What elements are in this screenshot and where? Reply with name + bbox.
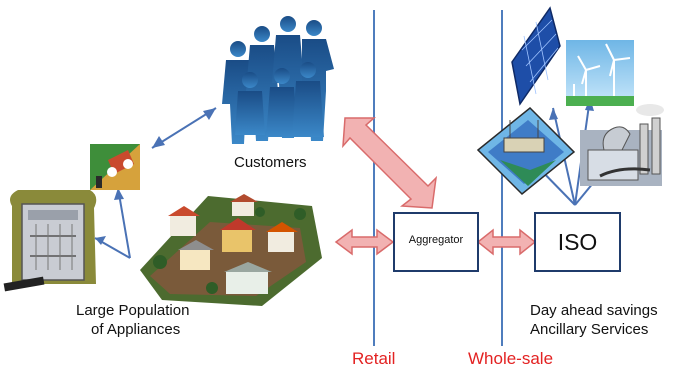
neighborhood-aggregator-arrow <box>334 228 395 256</box>
power-plant-icon <box>580 104 664 186</box>
solar-panel-icon <box>511 6 561 106</box>
customers-aggregator-arrow <box>342 117 438 209</box>
house-chores-icon <box>90 144 140 190</box>
iso-benefits-line2: Ancillary Services <box>530 321 649 338</box>
appliances-label-line1: Large Population <box>76 302 190 319</box>
wind-turbine-icon <box>566 40 634 106</box>
aggregator-box <box>393 212 479 272</box>
neighborhood-icon <box>140 194 322 306</box>
dishwasher-icon <box>3 190 97 292</box>
aggregator-label: Aggregator <box>408 234 464 246</box>
retail-label: Retail <box>352 349 396 368</box>
iso-box <box>534 212 621 272</box>
iso-benefits-line1: Day ahead savings <box>530 302 658 319</box>
hydro-dam-icon <box>476 106 576 196</box>
appliances-label-line2: of Appliances <box>91 321 181 338</box>
aggregator-iso-arrow <box>476 228 537 256</box>
customers-label: Customers <box>234 154 307 171</box>
iso-label: ISO <box>557 229 598 255</box>
wholesale-label: Whole-sale <box>468 349 554 368</box>
people-icon <box>222 16 334 144</box>
